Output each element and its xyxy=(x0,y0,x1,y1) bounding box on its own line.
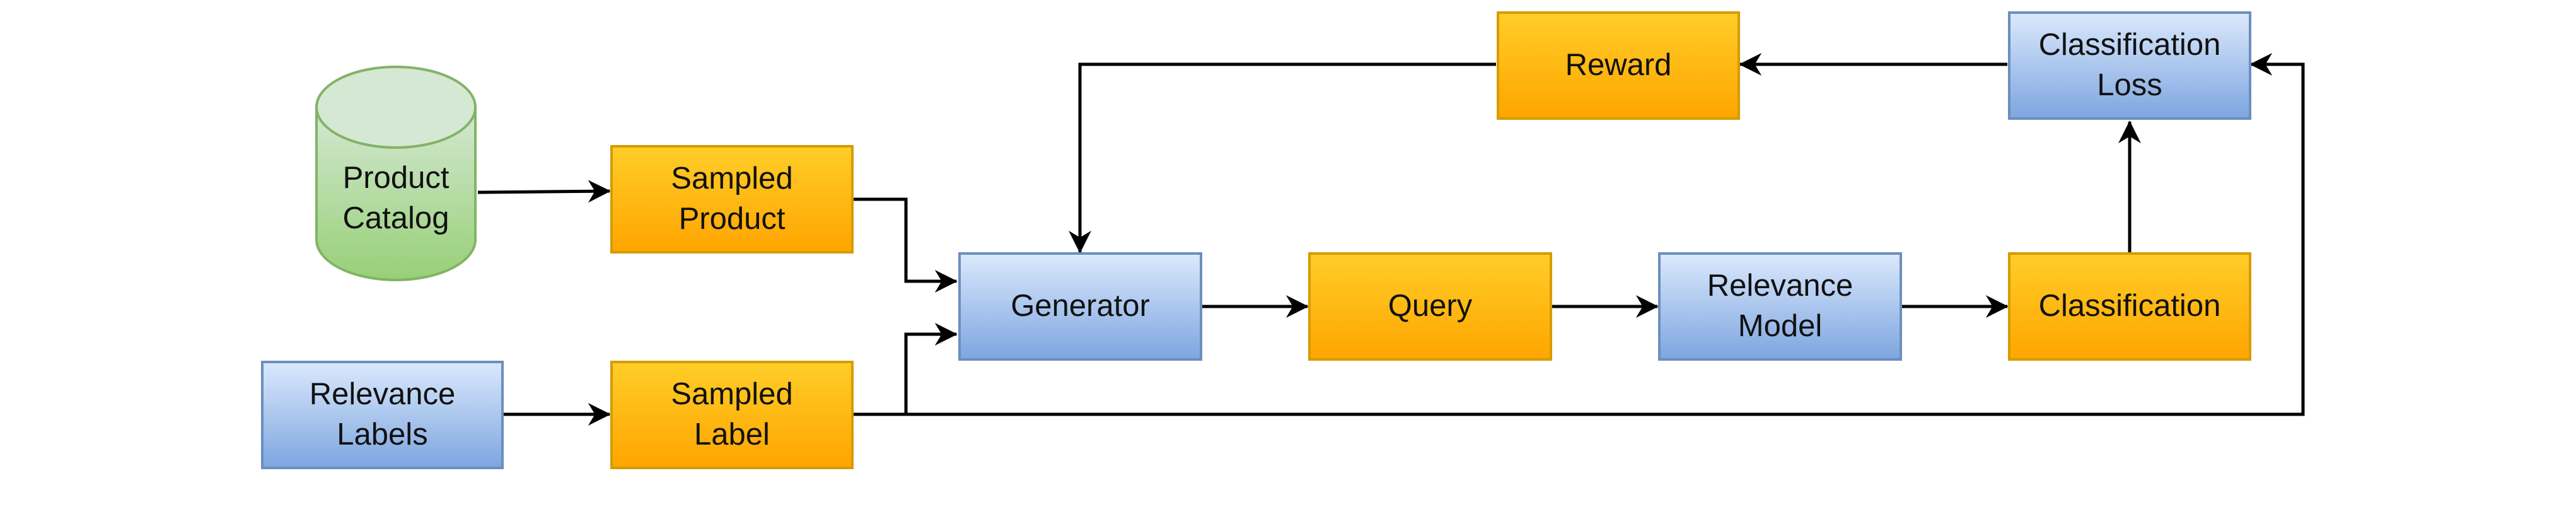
product-catalog-cylinder xyxy=(315,66,477,281)
edge-sampled-label-to-generator xyxy=(854,323,958,416)
node-relevance-labels: Relevance Labels xyxy=(261,361,504,469)
edge-catalog-to-sampled-product xyxy=(477,180,611,203)
edge-sampled-label-to-classification-loss xyxy=(906,53,2305,416)
node-sampled-label: Sampled Label xyxy=(610,361,854,469)
node-relevance-model: Relevance Model xyxy=(1658,252,1902,361)
node-generator: Generator xyxy=(958,252,1202,361)
edge-sampled-product-to-generator xyxy=(854,197,958,293)
node-product-catalog: Product Catalog xyxy=(342,161,450,235)
edge-reward-to-generator xyxy=(1069,62,1496,254)
node-classification: Classification xyxy=(2008,252,2251,361)
node-sampled-product: Sampled Product xyxy=(610,145,854,254)
node-classification-loss: Classification Loss xyxy=(2008,11,2251,120)
node-query: Query xyxy=(1308,252,1552,361)
node-reward: Reward xyxy=(1497,11,1740,120)
